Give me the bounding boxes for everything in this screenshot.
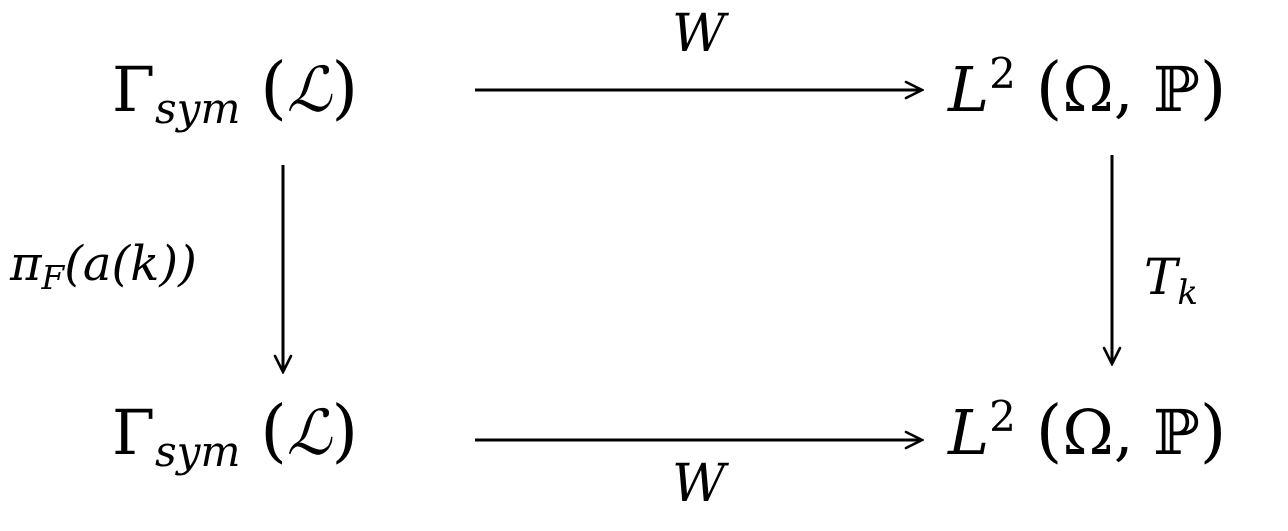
arrow-bottom-label: W [672, 454, 726, 514]
label-argument: (a(k)) [64, 236, 197, 292]
node-base: Γ [112, 396, 156, 469]
node-base: L [948, 396, 990, 469]
node-superscript: 2 [989, 48, 1016, 98]
node-base: Γ [112, 53, 156, 126]
node-base: L [948, 53, 990, 126]
label-base: T [1144, 248, 1178, 306]
arrow-left-label: πF(a(k)) [10, 240, 197, 294]
node-argument: ℒ [286, 396, 332, 469]
node-bottom-left: Γsym (ℒ) [112, 392, 359, 476]
node-argument: ℒ [286, 53, 332, 126]
node-top-left: Γsym (ℒ) [112, 49, 359, 133]
node-argument: Ω, ℙ [1062, 53, 1200, 126]
node-argument: Ω, ℙ [1062, 396, 1200, 469]
node-top-right: L2 (Ω, ℙ) [948, 48, 1227, 128]
arrow-top-label: W [672, 4, 726, 64]
label-base: π [10, 236, 42, 292]
label-subscript: k [1177, 272, 1198, 313]
arrow-right-label: Tk [1144, 252, 1198, 310]
label-subscript: F [41, 259, 65, 298]
node-subscript: sym [155, 426, 241, 476]
node-subscript: sym [155, 83, 241, 133]
node-bottom-right: L2 (Ω, ℙ) [948, 391, 1227, 471]
node-superscript: 2 [989, 391, 1016, 441]
